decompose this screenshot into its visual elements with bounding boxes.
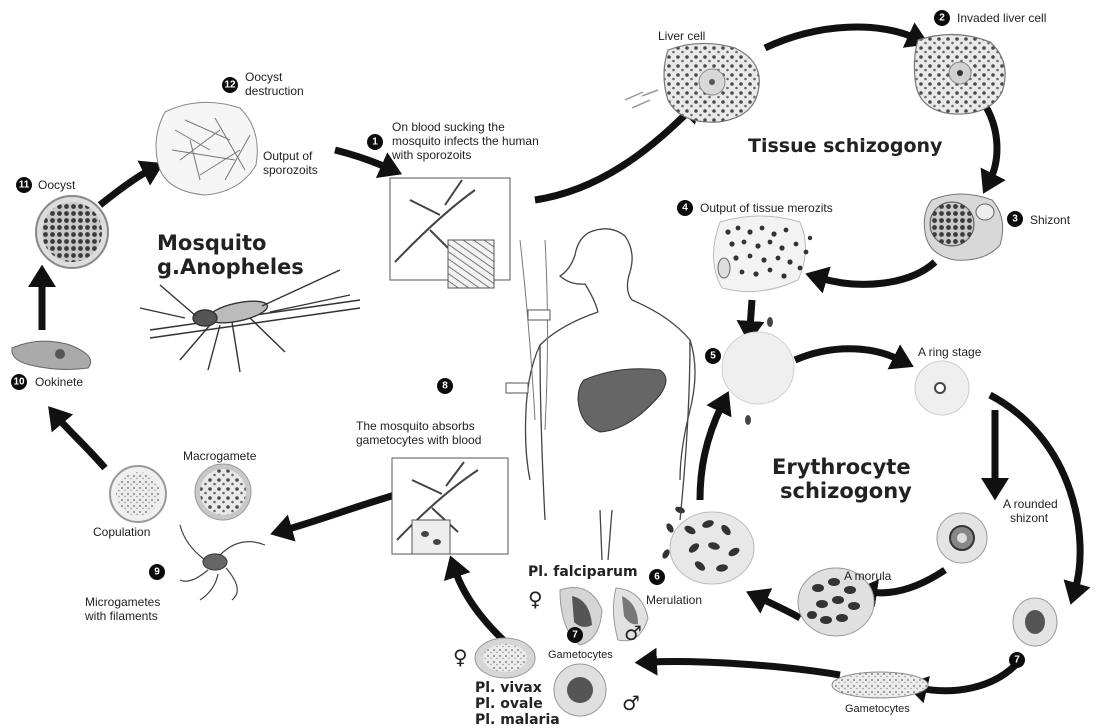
microgametes-line1: Microgametes	[85, 595, 160, 609]
arrow-merulation-to-rbc	[700, 405, 722, 500]
mosquito-title-line1: Mosquito	[157, 231, 266, 255]
arrow-ring-to-outer	[990, 395, 1080, 590]
step-1-number: 1	[372, 137, 378, 148]
anopheles-mosquito-drawing	[140, 270, 360, 372]
red-blood-cell	[722, 332, 794, 404]
step-7b-number: 7	[1014, 655, 1020, 666]
gametocytes-left-label: Gametocytes	[548, 649, 613, 661]
step-6-number: 6	[654, 572, 660, 583]
blood-sucking-line3: with sporozoits	[391, 148, 471, 162]
oocyst-destruction-line2: destruction	[245, 84, 304, 98]
female-symbol-vivax: ♀	[453, 645, 468, 669]
mosquito-title-line2: g.Anopheles	[157, 255, 304, 279]
liver-cell	[625, 43, 759, 122]
skin-patch-upper	[528, 310, 550, 320]
oocyst-cell	[36, 196, 108, 268]
arrow-gametocytes-to-pl	[650, 662, 840, 675]
arrow-oocyst-to-destruction	[100, 170, 150, 205]
vivax-male-gametocyte	[554, 664, 606, 716]
mosquito-bite-panel-infect	[390, 178, 510, 288]
step-5-number: 5	[710, 351, 716, 362]
step-2-number: 2	[939, 13, 945, 24]
blood-sucking-line2: mosquito infects the human	[392, 134, 539, 148]
gametocytes-right-label: Gametocytes	[845, 703, 910, 715]
rounded-shizont-label-1: A rounded	[1003, 497, 1058, 511]
microgametes-line2: with filaments	[84, 609, 158, 623]
mosquito-absorbs-line2: gametocytes with blood	[356, 433, 481, 447]
blood-vessels	[520, 240, 548, 430]
step-12-number: 12	[224, 80, 236, 91]
arrow-mosquito-to-copulation	[285, 492, 405, 530]
arrow-blood-to-liver	[535, 110, 690, 200]
output-sporozoits-line1: Output of	[263, 149, 313, 163]
arrow-merozoits-to-rbc	[750, 300, 752, 328]
step-7a-number: 7	[572, 630, 578, 641]
tissue-merozoits-cluster	[713, 216, 812, 292]
merozoit-small	[767, 317, 773, 327]
liver-organ	[578, 369, 666, 432]
rounded-shizont-label-2: shizont	[1010, 511, 1049, 525]
arrow-copulation-to-ookinete	[58, 418, 105, 468]
oocyst-label: Oocyst	[38, 178, 76, 192]
liver-cell-label: Liver cell	[658, 29, 705, 43]
arrow-morula-to-merulation	[760, 598, 800, 618]
mosquito-bite-panel-absorb	[392, 458, 508, 554]
gametocytes-elongated	[832, 672, 928, 698]
step-3-number: 3	[1012, 214, 1018, 225]
gametocyte-cell-right	[1013, 598, 1057, 646]
oocyst-destruction-cell	[156, 102, 257, 195]
male-symbol-vivax: ♂	[622, 691, 640, 715]
ovale-label: Pl. ovale	[475, 696, 543, 712]
shizont-cell	[924, 194, 1002, 260]
merulation-cell	[661, 505, 754, 584]
step-9-number: 9	[154, 567, 160, 578]
arrow-destruction-to-human	[335, 150, 388, 168]
arrow-invaded-to-shizont	[985, 105, 997, 180]
arrow-liver-to-invaded	[765, 27, 915, 48]
morula-label: A morula	[844, 569, 892, 583]
step-4-number: 4	[682, 203, 688, 214]
rounded-shizont-cell	[937, 513, 987, 563]
mosquito-absorbs-line1: The mosquito absorbs	[356, 419, 475, 433]
step-10-number: 10	[13, 377, 25, 388]
female-symbol-falciparum: ♀	[528, 587, 543, 611]
arrow-rbc-to-ring	[795, 349, 900, 360]
malaria-label: Pl. malaria	[475, 712, 560, 728]
vivax-female-gametocyte	[475, 638, 535, 678]
step-8-number: 8	[442, 381, 448, 392]
ring-stage-label: A ring stage	[918, 345, 982, 359]
arrow-outer-to-gametocytes	[920, 660, 1020, 691]
blood-sucking-line1: On blood sucking the	[392, 120, 505, 134]
macrogamete-label: Macrogamete	[183, 449, 257, 463]
vivax-label: Pl. vivax	[475, 680, 542, 696]
macrogamete-cell	[195, 464, 251, 520]
ookinete-cell	[12, 341, 91, 369]
invaded-liver-cell-label: Invaded liver cell	[957, 11, 1046, 25]
erythrocyte-title-line2: schizogony	[780, 479, 912, 503]
erythrocyte-title-line1: Erythrocyte	[772, 455, 911, 479]
arrow-shizont-to-merozoits	[820, 262, 935, 284]
tissue-merozoits-label: Output of tissue merozits	[700, 201, 833, 215]
ookinete-label: Ookinete	[35, 375, 83, 389]
copulation-label: Copulation	[93, 525, 150, 539]
tissue-schizogony-title: Tissue schizogony	[748, 135, 943, 157]
merozoit-small-2	[745, 415, 751, 425]
microgametes-with-filaments	[180, 525, 265, 600]
copulation-cell	[110, 466, 166, 522]
output-sporozoits-line2: sporozoits	[263, 163, 318, 177]
ring-parasite	[935, 383, 945, 393]
oocyst-destruction-line1: Oocyst	[245, 70, 283, 84]
falciparum-label: Pl. falciparum	[528, 564, 638, 580]
step-11-number: 11	[19, 180, 30, 191]
skin-patch-lower	[506, 383, 528, 393]
merulation-label: Merulation	[646, 593, 702, 607]
male-symbol-falciparum: ♂	[624, 621, 642, 645]
invaded-liver-cell	[914, 34, 1005, 114]
shizont-label: Shizont	[1030, 213, 1071, 227]
